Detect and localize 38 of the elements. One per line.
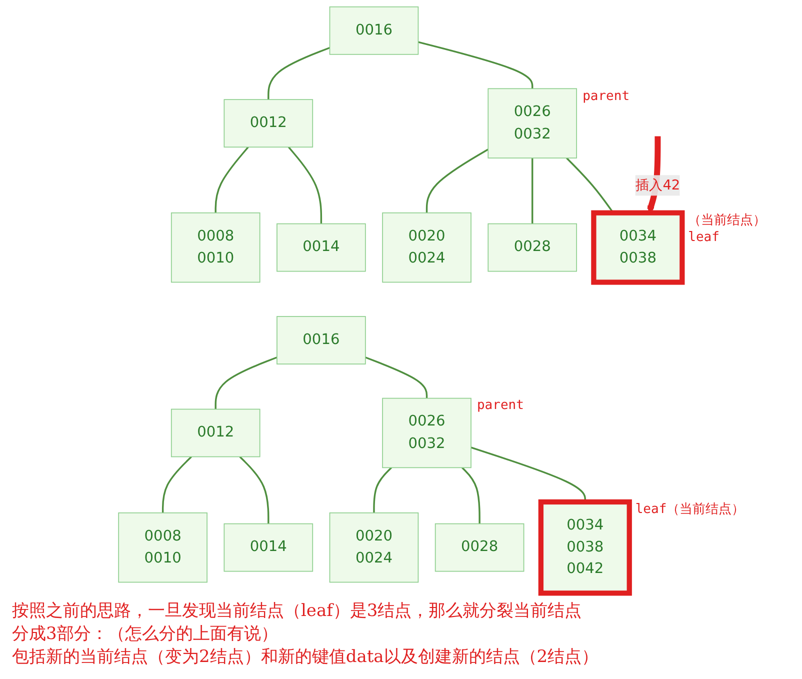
node-box: 0026 0032 bbox=[488, 88, 577, 158]
edge-label: 插入42 bbox=[635, 176, 680, 194]
node-caption: parent bbox=[582, 88, 630, 106]
connector bbox=[214, 356, 278, 410]
node-box: 0034 0038 bbox=[591, 210, 685, 285]
node-box: 0016 bbox=[276, 316, 366, 364]
connector bbox=[462, 467, 480, 524]
node-box: 0012 bbox=[170, 408, 260, 458]
connector bbox=[239, 456, 270, 524]
connector bbox=[288, 146, 322, 224]
node-box: 0016 bbox=[329, 6, 419, 55]
node-caption: leaf bbox=[688, 230, 720, 247]
node-box: 0028 bbox=[434, 523, 524, 572]
node-box: 0014 bbox=[224, 523, 314, 572]
node-box: 0008 0010 bbox=[170, 212, 260, 283]
connector bbox=[373, 467, 392, 513]
connector bbox=[566, 157, 614, 214]
connector bbox=[418, 41, 534, 89]
node-box: 0020 0024 bbox=[329, 512, 419, 583]
note-text: 按照之前的思路，一旦发现当前结点（leaf）是3结点，那么就分裂当前结点 bbox=[12, 600, 583, 623]
node-box: 0014 bbox=[276, 223, 366, 272]
node-box: 0008 0010 bbox=[118, 512, 208, 583]
note-text: 分成3部分：（怎么分的上面有说） bbox=[12, 622, 279, 646]
node-caption: （当前结点） bbox=[688, 212, 766, 230]
node-box: 0026 0032 bbox=[382, 398, 472, 468]
connector bbox=[214, 146, 249, 213]
node-box: 0028 bbox=[488, 223, 577, 272]
connector bbox=[268, 46, 330, 100]
connector bbox=[426, 148, 489, 213]
connector bbox=[365, 356, 428, 398]
node-box: 0034 0038 0042 bbox=[538, 499, 632, 596]
node-box: 0012 bbox=[224, 99, 314, 148]
node-caption: leaf（当前结点） bbox=[635, 502, 745, 519]
note-text: 包括新的当前结点（变为2结点）和新的键值data以及创建新的结点（2结点） bbox=[12, 646, 600, 669]
connector bbox=[532, 158, 534, 224]
node-box: 0020 0024 bbox=[382, 212, 472, 283]
node-caption: parent bbox=[476, 398, 524, 416]
connector bbox=[162, 456, 192, 513]
